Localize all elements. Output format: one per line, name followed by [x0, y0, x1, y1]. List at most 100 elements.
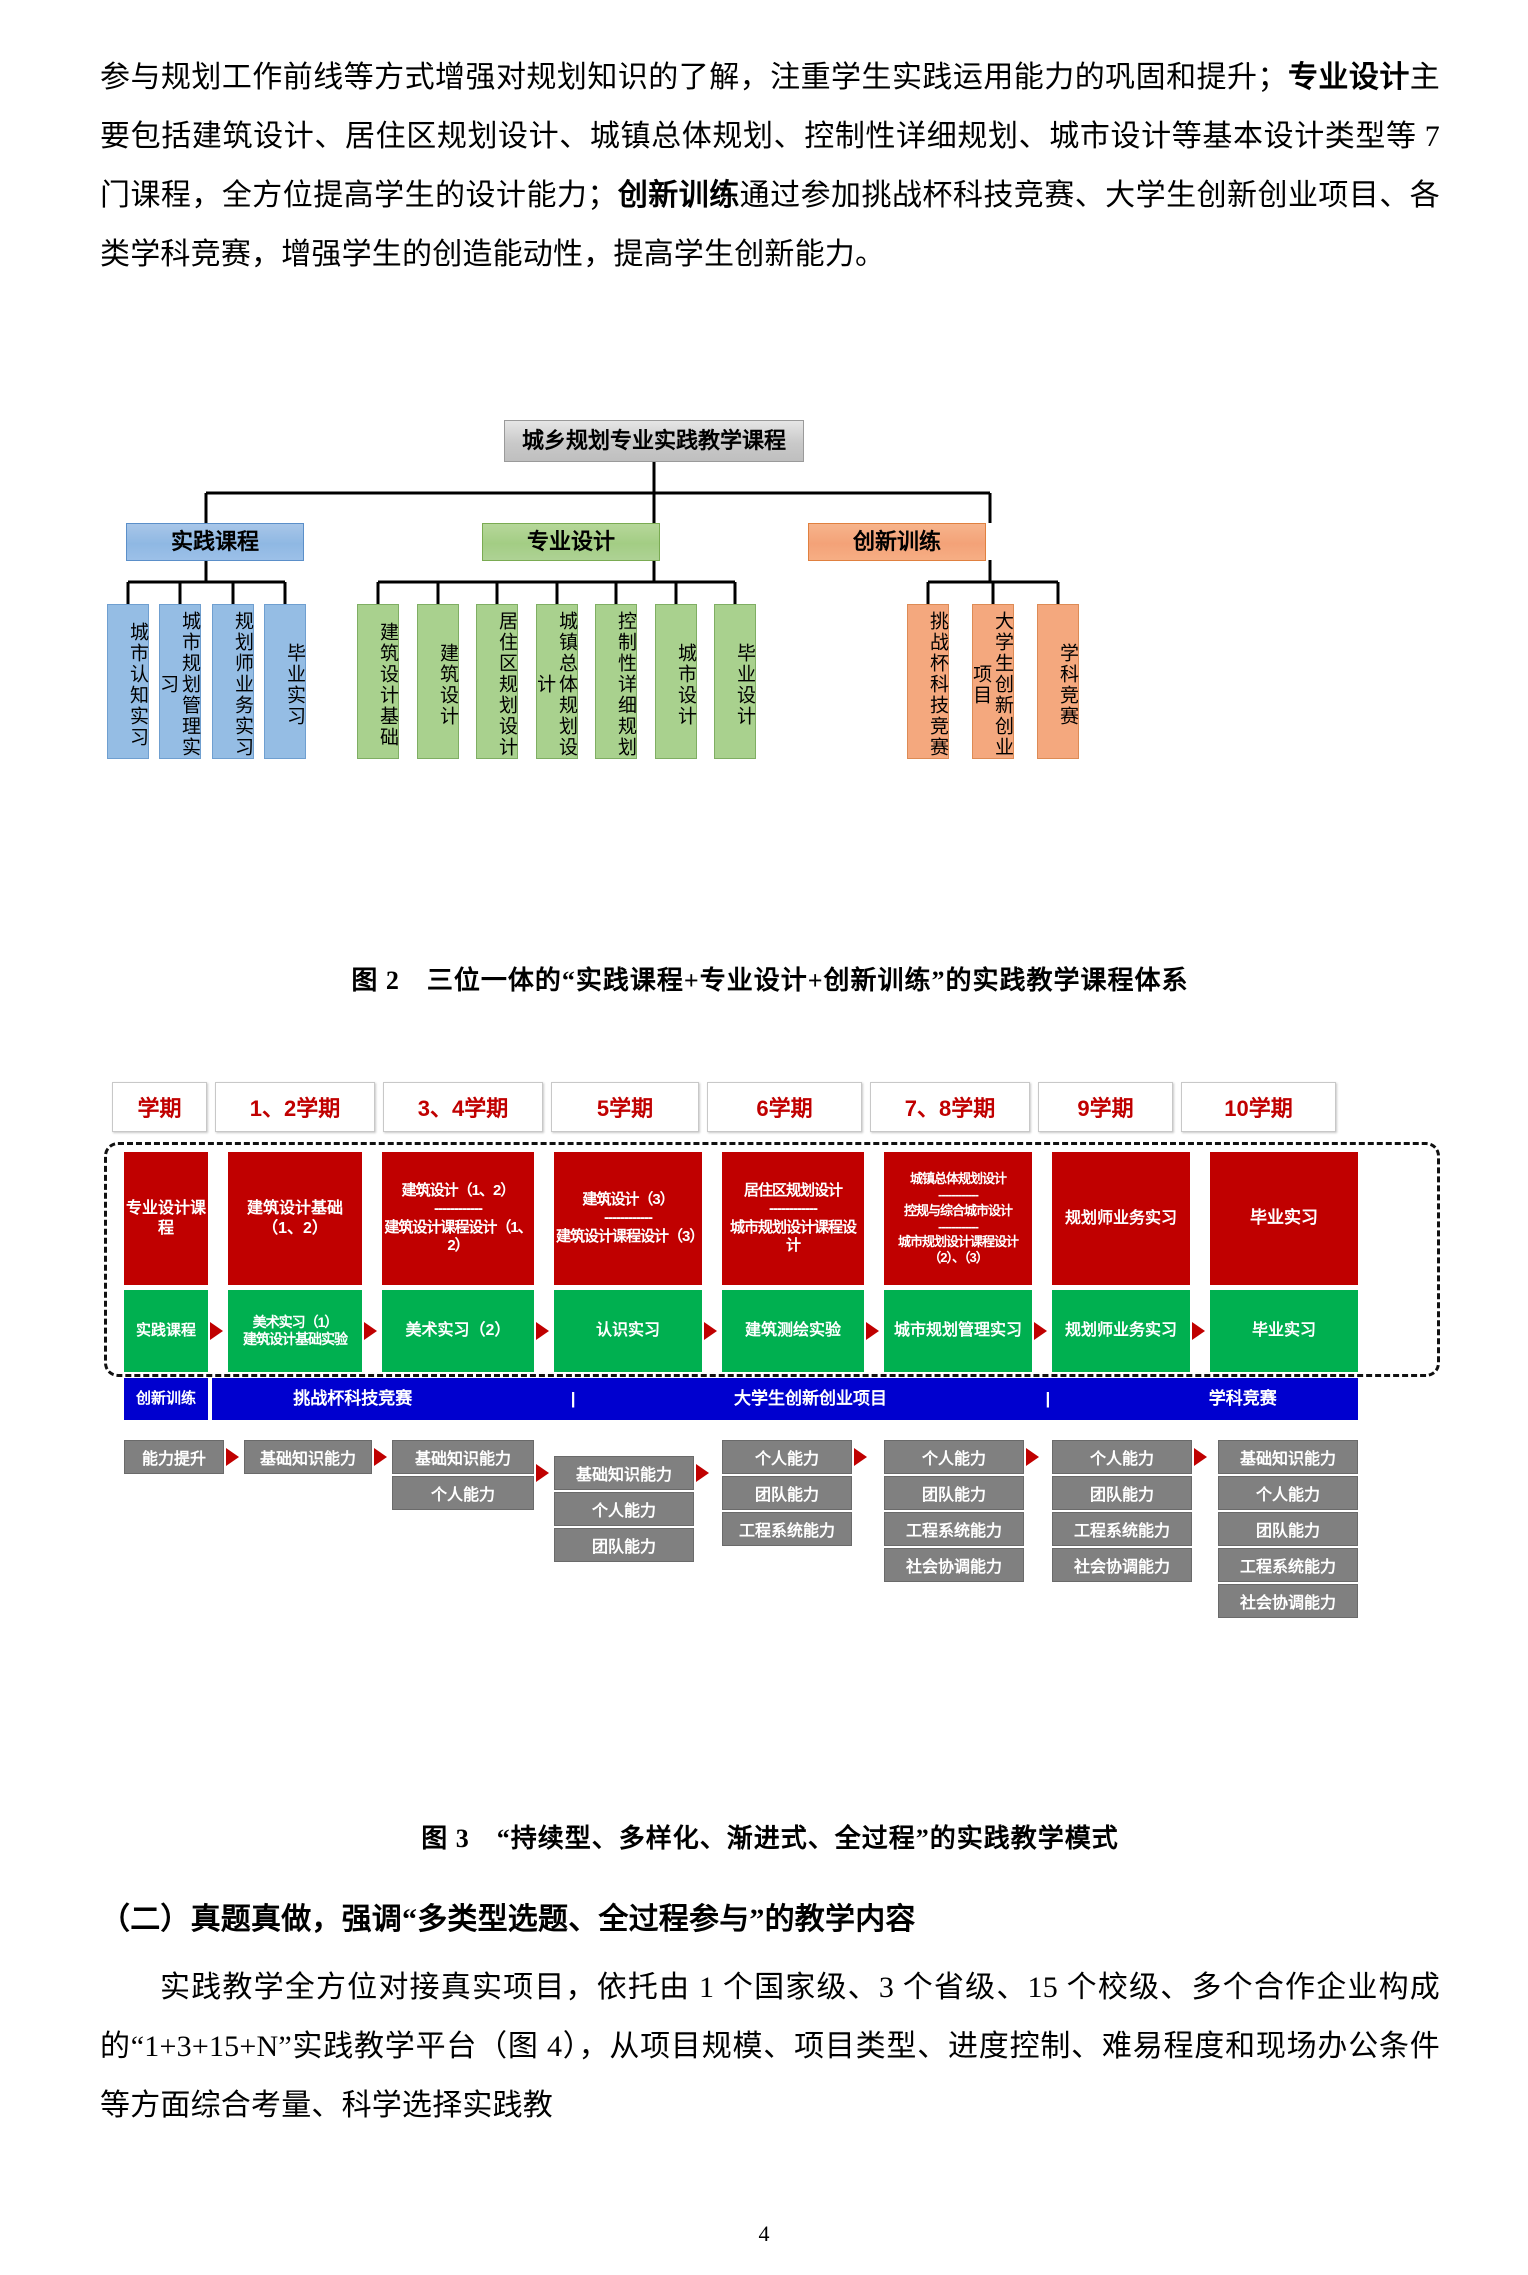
arrow-icon [704, 1322, 717, 1340]
para1-bold-chuangxinxunlian: 创新训练 [617, 179, 740, 212]
figure3-capability-text: 社会协调能力 [905, 1559, 1002, 1576]
figure3-semester-cell: 3、4学期 [383, 1082, 543, 1132]
figure3-design-cell-divider: ------------ [604, 1209, 653, 1227]
figure3-semester-label: 9学期 [1077, 1096, 1134, 1121]
figure3-practice-cell-text: 美术实习（2） [405, 1322, 511, 1340]
figure2-category-practice-label: 实践课程 [170, 529, 259, 555]
figure3-innovation-divider: | [570, 1388, 576, 1408]
figure3-design-cell-text: 建筑设计课程设计（3） [556, 1227, 704, 1245]
figure2-leaf: 城市规划管理实习 [157, 604, 201, 759]
figure3-practice-row-label: 实践课程 [124, 1290, 208, 1372]
figure3-semester-cell: 6学期 [707, 1082, 862, 1132]
figure3-design-cell-text: 城市规划设计课程设计（2）、（3） [897, 1234, 1019, 1266]
figure3-design-cell-text: 控规与综合城市设计 [903, 1202, 1013, 1218]
figure3-design-cell-text: 建筑设计课程设计（1、2） [384, 1218, 532, 1254]
paragraph-1: 参与规划工作前线等方式增强对规划知识的了解，注重学生实践运用能力的巩固和提升；专… [100, 48, 1440, 284]
figure3-capability-item: 社会协调能力 [1052, 1548, 1192, 1582]
figure3-capability-item: 团队能力 [1052, 1476, 1192, 1510]
arrow-icon [865, 1210, 881, 1234]
figure3-capability-text: 团队能力 [1089, 1487, 1154, 1504]
page-number: 4 [758, 2221, 770, 2246]
figure3-capability-item: 社会协调能力 [1218, 1584, 1358, 1618]
figure2-category-innovation-label: 创新训练 [852, 529, 941, 555]
figure2-leaf: 学科竞赛 [1037, 604, 1079, 759]
figure3-semester-row: 学期 1、2学期 3、4学期 5学期 6学期 7、8学期 9学期 10学期 [112, 1082, 1432, 1132]
figure3-practice-cell: 认识实习 [554, 1290, 702, 1372]
arrow-icon [364, 1322, 377, 1340]
arrow-icon [1194, 1448, 1207, 1466]
para1-seg9: 赛，增强学生的创造能动性，提高学生创新能力。 [220, 238, 886, 271]
figure3-capability-item: 基础知识能力 [554, 1456, 694, 1490]
paragraph-2: 实践教学全方位对接真实项目，依托由 1 个国家级、3 个省级、15 个校级、多个… [100, 1958, 1440, 2135]
figure3-semester-label: 6学期 [756, 1096, 813, 1121]
arrow-icon [854, 1448, 867, 1466]
figure3-design-cell-text: 居住区规划设计 [743, 1181, 843, 1199]
arrow-icon [1033, 1210, 1049, 1234]
figure3-practice-cell: 城市规划管理实习 [884, 1290, 1032, 1372]
para1-seg4: 主要包括建筑设计、居住区规划设计、城镇总体规划、控 [100, 61, 1440, 153]
figure3-practice-cell-text: 城市规划管理实习 [893, 1322, 1022, 1340]
figure3-design-cell: 居住区规划设计 ------------ 城市规划设计课程设计 [722, 1152, 864, 1285]
figure3-capability-text: 个人能力 [1255, 1487, 1320, 1504]
figure3-capability-text: 个人能力 [754, 1451, 819, 1468]
figure3-capability-text: 工程系统能力 [1073, 1523, 1170, 1540]
figure3-capability-item: 基础知识能力 [392, 1440, 534, 1474]
arrow-icon [1192, 1322, 1205, 1340]
figure3-semester-cell: 5学期 [551, 1082, 699, 1132]
figure3-semester-label: 1、2学期 [249, 1096, 341, 1121]
figure3-capability-text: 团队能力 [1255, 1523, 1320, 1540]
figure3-capability-item: 团队能力 [1218, 1512, 1358, 1546]
figure2-leaf-label: 建筑设计基础 [377, 621, 398, 748]
figure3-capability-item: 个人能力 [554, 1492, 694, 1526]
figure3-capability-item: 团队能力 [722, 1476, 852, 1510]
figure2-leaf: 建筑设计基础 [357, 604, 399, 759]
figure3-innovation-item: 大学生创新创业项目 [733, 1388, 887, 1408]
arrow-icon [1034, 1322, 1047, 1340]
figure2-category-design-label: 专业设计 [526, 529, 615, 555]
figure3-capability-item: 个人能力 [722, 1440, 852, 1474]
figure3-practice-cell-text: 建筑测绘实验 [744, 1322, 841, 1340]
figure2-root-node: 城乡规划专业实践教学课程 [504, 420, 804, 462]
figure3-design-cell-text: 城镇总体规划设计 [909, 1170, 1007, 1186]
figure3-capability-item: 个人能力 [884, 1440, 1024, 1474]
figure3-practice-cell-text: 认识实习 [595, 1322, 660, 1340]
figure3-practice-cell: 规划师业务实习 [1052, 1290, 1190, 1372]
figure2-leaf-label: 控制性详细规划 [615, 611, 636, 758]
figure3-capability-item: 个人能力 [1218, 1476, 1358, 1510]
figure3-design-cell-text: 规划师业务实习 [1064, 1209, 1177, 1227]
figure3-practice-cell: 建筑测绘实验 [722, 1290, 864, 1372]
figure2-leaf-label: 大学生创新创业项目 [970, 611, 1013, 758]
figure-2-org-chart: 城乡规划专业实践教学课程 实践课程 专业设计 创新训练 城市认知实习 城市规划管… [100, 420, 1440, 759]
figure2-category-practice: 实践课程 [126, 523, 304, 561]
figure3-practice-cell-text: 毕业实习 [1251, 1322, 1316, 1340]
figure3-practice-cell: 美术实习（1） 建筑设计基础实验 [228, 1290, 362, 1372]
arrow-icon [703, 1210, 719, 1234]
arrow-icon [1026, 1448, 1039, 1466]
arrow-icon [226, 1448, 239, 1466]
figure-2-connectors [126, 462, 1060, 604]
figure3-semester-cell: 学期 [112, 1082, 207, 1132]
figure3-semester-label: 10学期 [1224, 1096, 1293, 1121]
figure3-capability-text: 个人能力 [591, 1503, 656, 1520]
figure3-capability-item: 工程系统能力 [884, 1512, 1024, 1546]
figure3-semester-cell: 10学期 [1181, 1082, 1336, 1132]
figure3-capability-item: 工程系统能力 [1218, 1548, 1358, 1582]
figure3-innovation-row-label-text: 创新训练 [135, 1389, 196, 1407]
figure2-leaf: 大学生创新创业项目 [970, 604, 1014, 759]
figure3-capability-item: 基础知识能力 [1218, 1440, 1358, 1474]
figure3-capability-text: 个人能力 [1089, 1451, 1154, 1468]
figure3-design-cell-divider: ------------ [938, 1186, 979, 1202]
figure3-design-cell: 规划师业务实习 [1052, 1152, 1190, 1285]
figure3-capability-item: 社会协调能力 [884, 1548, 1024, 1582]
figure3-semester-label: 7、8学期 [904, 1096, 996, 1121]
para1-seg6: 能力； [526, 179, 618, 212]
figure3-dashed-frame [104, 1142, 1440, 1377]
figure2-leaf-label: 挑战杯科技竞赛 [927, 611, 948, 758]
figure2-leaf-label: 居住区规划设计 [496, 611, 517, 758]
figure3-semester-label: 5学期 [596, 1096, 654, 1121]
section-heading-2-text: （二）真题真做，强调“多类型选题、全过程参与”的教学内容 [100, 1903, 916, 1936]
figure2-root-label: 城乡规划专业实践教学课程 [521, 428, 786, 454]
figure3-design-cell-divider: ------------ [938, 1218, 979, 1234]
figure3-capability-text: 个人能力 [921, 1451, 986, 1468]
